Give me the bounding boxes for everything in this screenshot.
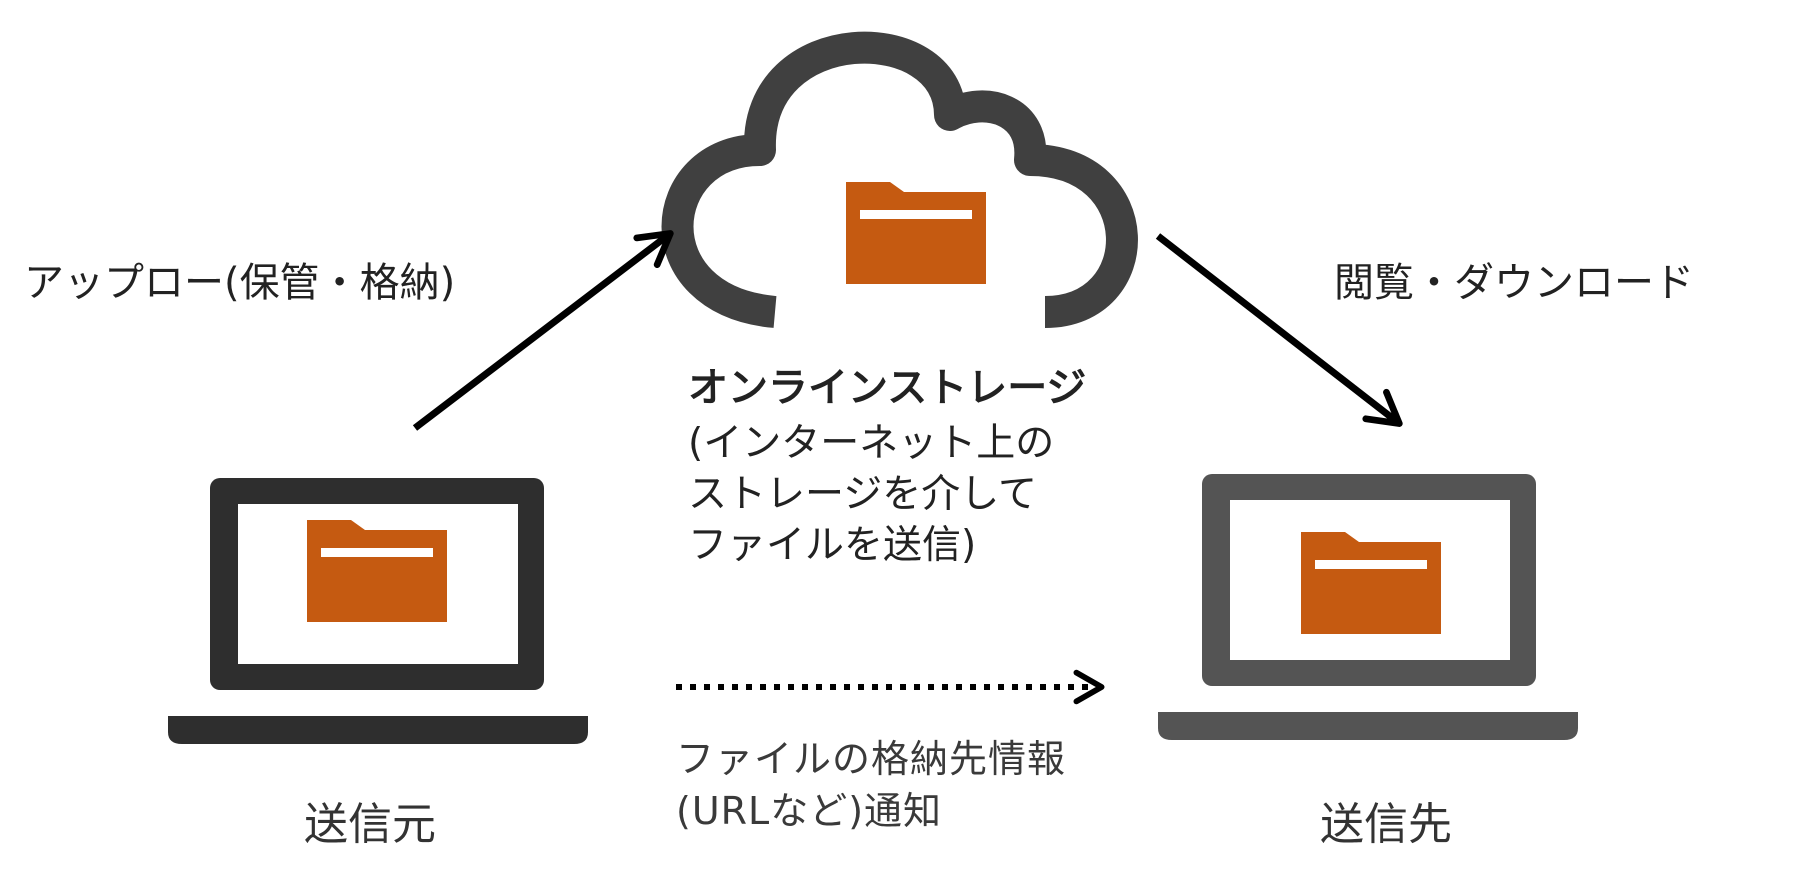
receiver-label: 送信先 <box>1320 799 1452 850</box>
upload-label: アップロー(保管・格納) <box>24 260 456 306</box>
notification-label: ファイルの格納先情報 (URLなど)通知 <box>676 737 1067 833</box>
folder-icon <box>846 182 986 284</box>
storage-description: (インターネット上の ストレージを介して ファイルを送信) <box>688 421 1055 568</box>
receiver-laptop-icon <box>1158 474 1578 740</box>
download-arrow <box>1155 233 1403 427</box>
folder-icon <box>1301 532 1441 634</box>
folder-icon <box>307 520 447 622</box>
cloud-icon <box>661 31 1138 328</box>
upload-arrow <box>412 230 674 431</box>
storage-title: オンラインストレージ <box>688 365 1087 411</box>
view-download-label: 閲覧・ダウンロード <box>1334 260 1694 306</box>
sender-label: 送信元 <box>304 799 436 850</box>
sender-laptop-icon <box>168 478 588 744</box>
